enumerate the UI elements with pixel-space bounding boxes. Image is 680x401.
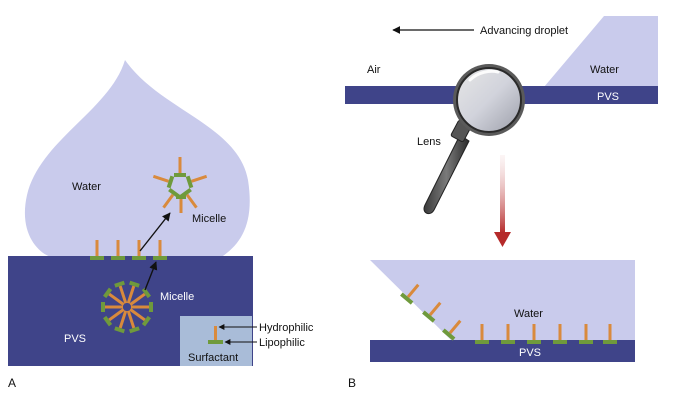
micelle-label-pvs: Micelle [160, 291, 194, 303]
pvs-label-top: PVS [597, 91, 619, 103]
advancing-droplet-label: Advancing droplet [480, 25, 568, 37]
surfactant-molecule [129, 287, 151, 306]
water-label-a: Water [72, 181, 101, 193]
micelle-pvs [101, 280, 153, 334]
lens-label: Lens [417, 136, 441, 148]
micelle-label-water: Micelle [192, 213, 226, 225]
surfactant-molecule [579, 324, 593, 344]
advancing-water-top [544, 16, 658, 87]
panel-letter-b: B [348, 376, 356, 390]
magnifying-glass-icon [423, 64, 525, 215]
surfactant-molecule [129, 308, 151, 327]
panel-letter-a: A [8, 376, 16, 390]
surfactant-molecule [126, 280, 140, 304]
pvs-strip-bottom [370, 340, 635, 362]
surfactant-molecule [553, 324, 567, 344]
pvs-label-a: PVS [64, 333, 86, 345]
surfactant-molecule [400, 283, 420, 305]
surfactant-molecule [174, 157, 186, 177]
surfactant-molecule [90, 240, 104, 260]
legend-surfactant-icon [208, 326, 223, 344]
magnified-water [370, 260, 635, 341]
surfactant-molecule [103, 308, 125, 327]
surfactant-molecule [132, 240, 146, 260]
water-label-top: Water [590, 64, 619, 76]
water-label-bottom: Water [514, 308, 543, 320]
surfactant-label: Surfactant [188, 352, 238, 364]
pvs-label-bottom: PVS [519, 347, 541, 359]
surfactant-molecule [527, 324, 541, 344]
panel-a: Water Micelle Micelle PVS Hydrophilic Li… [8, 60, 314, 390]
surfactant-molecule [442, 319, 462, 341]
panel-b: Advancing droplet Air Water PVS Lens Wat… [345, 16, 658, 390]
water-droplet [24, 60, 250, 258]
hydrophilic-label: Hydrophilic [259, 322, 314, 334]
surfactant-molecule [126, 310, 140, 334]
surfactant-molecule [114, 310, 128, 334]
surfactant-molecule [185, 174, 208, 189]
surfactant-molecule [131, 302, 153, 312]
surfactant-molecule [101, 302, 123, 312]
lipophilic-label: Lipophilic [259, 337, 305, 349]
arrow-micelle-to-surfactant [144, 261, 158, 291]
surfactant-molecule [422, 301, 442, 323]
surfactant-molecule [501, 324, 515, 344]
surfactant-molecule [475, 324, 489, 344]
surfactant-molecule [103, 287, 125, 306]
surfactant-molecule [111, 240, 125, 260]
interface-surfactants [90, 240, 167, 260]
surfactant-molecule [152, 174, 175, 189]
arrow-surfactant-to-micelle [139, 212, 171, 252]
air-label: Air [367, 64, 381, 76]
surfactant-molecule [176, 195, 186, 213]
arrow-down-icon [494, 155, 511, 247]
surfactant-molecule [603, 324, 617, 344]
bottom-surfactants [475, 324, 617, 344]
edge-surfactants [400, 283, 462, 341]
surfactant-molecule [153, 240, 167, 260]
surfactant-molecule [114, 280, 128, 304]
micelle-water [152, 157, 208, 213]
